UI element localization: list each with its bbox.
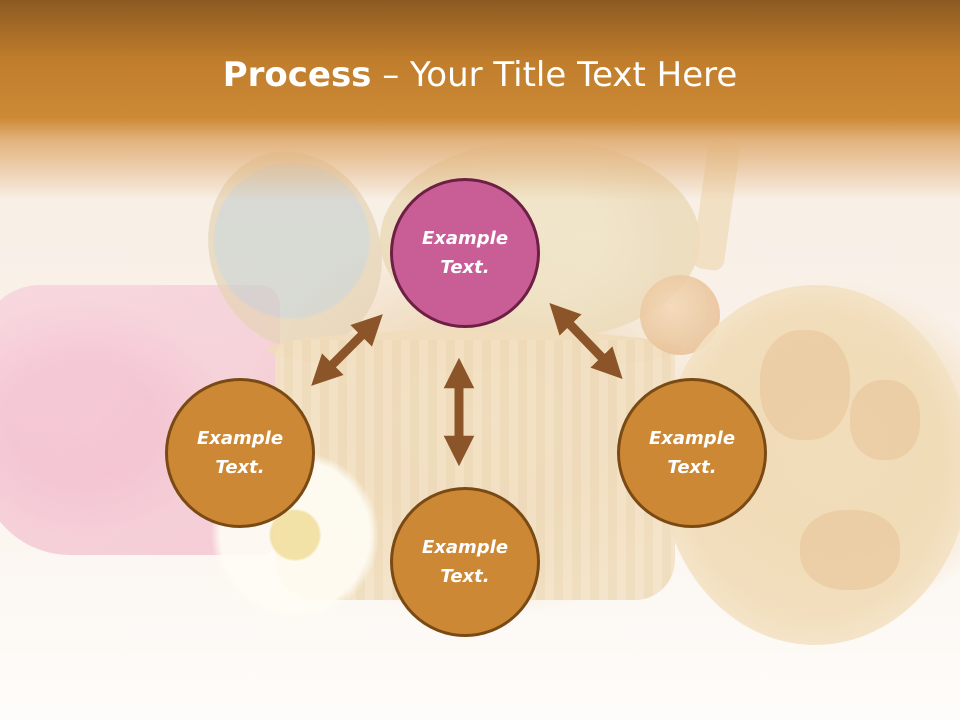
node-label: Example Text.	[648, 428, 736, 478]
loofah-hole	[760, 330, 850, 440]
loofah-hole	[800, 510, 900, 590]
title-bar	[0, 0, 960, 200]
diagram-node-right: Example Text.	[617, 378, 767, 528]
title-bold: Process	[222, 55, 372, 95]
diagram-node-bottom: Example Text.	[390, 487, 540, 637]
arrow-top-left	[311, 314, 383, 386]
loofah-hole	[850, 380, 920, 460]
node-label: Example Text.	[421, 537, 509, 587]
title-rest: – Your Title Text Here	[371, 55, 738, 95]
node-label: Example Text.	[196, 428, 284, 478]
node-label: Example Text.	[421, 228, 509, 278]
diagram-node-top: Example Text.	[390, 178, 540, 328]
arrow-top-right	[549, 302, 623, 380]
diagram-node-left: Example Text.	[165, 378, 315, 528]
page-title: Process – Your Title Text Here	[0, 55, 960, 95]
